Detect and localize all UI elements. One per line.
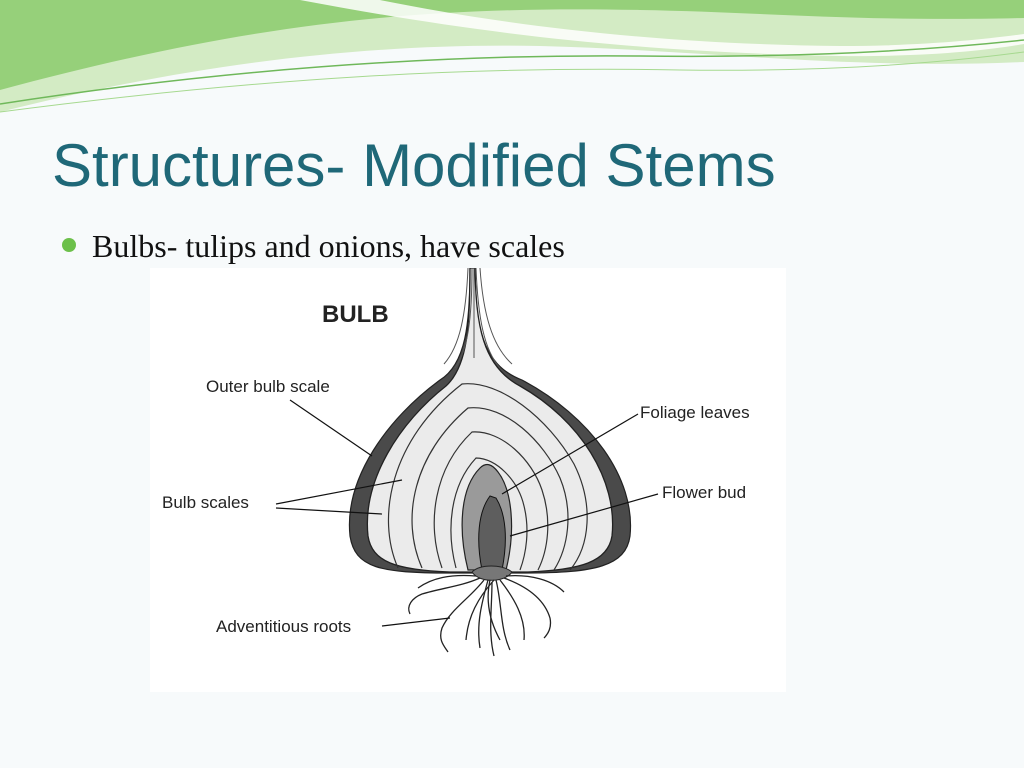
label-bulb-scales: Bulb scales bbox=[162, 493, 249, 512]
bulb-diagram-svg: BULB Outer bulb scale Bulb scales Foliag… bbox=[150, 268, 786, 692]
bullet-dot-icon bbox=[62, 238, 76, 252]
leader-lines bbox=[275, 399, 659, 627]
label-adventitious-roots: Adventitious roots bbox=[216, 617, 351, 636]
bulb-scale-lines bbox=[387, 383, 588, 571]
leader-outer-scale bbox=[289, 399, 373, 457]
banner-dark-wave bbox=[0, 0, 1024, 90]
banner-line-1 bbox=[0, 39, 1024, 105]
basal-plate bbox=[471, 565, 513, 581]
leader-flower-bud bbox=[509, 493, 659, 537]
label-flower-bud: Flower bud bbox=[662, 483, 746, 502]
banner-highlight bbox=[300, 0, 1024, 57]
adventitious-roots bbox=[408, 574, 565, 657]
bullet-text: Bulbs- tulips and onions, have scales bbox=[92, 228, 565, 264]
header-banner bbox=[0, 0, 1024, 113]
slide-title: Structures- Modified Stems bbox=[52, 132, 776, 199]
banner-line-2 bbox=[0, 51, 1024, 113]
leader-adventitious-roots bbox=[381, 617, 451, 627]
neck-lines bbox=[443, 268, 513, 369]
diagram-heading: BULB bbox=[322, 301, 389, 328]
label-outer-bulb-scale: Outer bulb scale bbox=[206, 377, 330, 396]
bulb-diagram: BULB Outer bulb scale Bulb scales Foliag… bbox=[150, 268, 786, 692]
leader-foliage-leaves bbox=[501, 413, 639, 495]
leader-bulb-scales-upper bbox=[275, 479, 403, 505]
label-foliage-leaves: Foliage leaves bbox=[640, 403, 750, 422]
leader-bulb-scales-lower bbox=[275, 507, 383, 515]
